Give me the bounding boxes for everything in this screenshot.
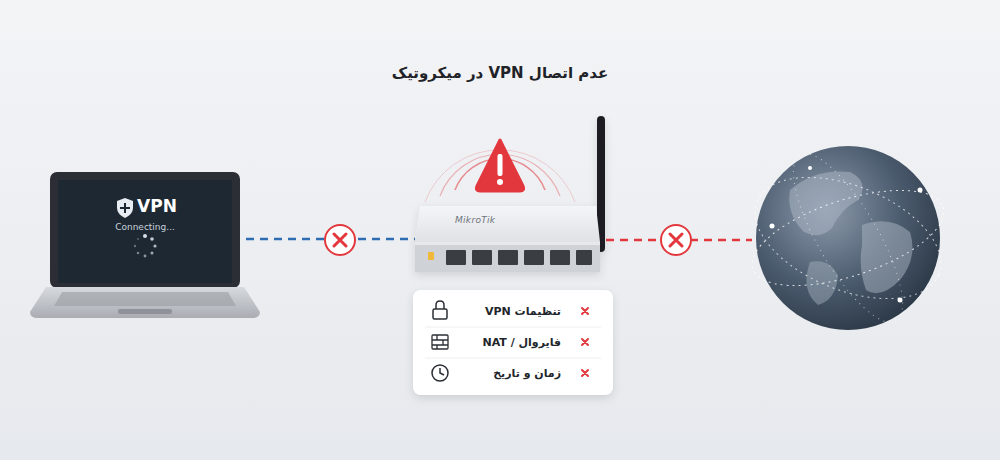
app-name: VPN (137, 196, 177, 217)
firewall-icon (432, 335, 448, 349)
error-marker (670, 234, 682, 246)
lock-icon (436, 301, 444, 309)
fail-mark (582, 339, 588, 345)
shield-icon (117, 198, 133, 218)
loading-spinner (137, 238, 139, 240)
laptop (54, 292, 236, 306)
warning-triangle (497, 179, 503, 185)
checklist-card: تنظیمات VPNفایروال / NATزمان و تاریخ (413, 290, 613, 395)
shield-icon (117, 198, 133, 218)
warning-triangle (476, 140, 523, 191)
row-divider (425, 327, 601, 328)
router-ports (472, 250, 492, 265)
router-ports (524, 250, 544, 265)
row-divider (425, 358, 601, 359)
router-ports (428, 250, 592, 265)
check-item: زمان و تاریخ (413, 358, 613, 389)
globe (738, 140, 959, 336)
router (415, 116, 605, 272)
laptop (30, 172, 260, 318)
laptop (58, 180, 232, 283)
warning-waves (425, 150, 575, 202)
globe (741, 171, 955, 305)
loading-spinner (150, 237, 154, 241)
globe (789, 171, 862, 235)
brand-label: MikroTik (455, 215, 600, 225)
loading-spinner (151, 252, 154, 255)
loading-spinner (153, 244, 156, 247)
fail-mark (582, 308, 588, 314)
fail-mark (582, 308, 588, 376)
fail-mark (582, 370, 588, 376)
check-item: فایروال / NAT (413, 327, 613, 358)
globe (861, 221, 913, 293)
globe (774, 140, 922, 336)
laptop (50, 172, 240, 288)
error-marker (325, 225, 355, 255)
globe (918, 188, 923, 193)
router-ports (498, 250, 518, 265)
globe (738, 153, 959, 323)
router-ports (550, 250, 570, 265)
lock-icon (433, 309, 447, 319)
error-marker (325, 225, 691, 255)
check-item: تنظیمات VPN (413, 296, 613, 327)
checklist-card (413, 290, 613, 395)
clock-icon (432, 365, 448, 381)
globe (756, 146, 940, 330)
laptop (30, 287, 260, 318)
loading-spinner (137, 252, 140, 255)
warning-triangle (498, 154, 503, 176)
shield-icon (120, 203, 130, 213)
loading-spinner (134, 245, 136, 247)
router (415, 206, 600, 242)
router-ports (446, 250, 466, 265)
status-text: Connecting... (115, 221, 175, 233)
error-marker (334, 234, 346, 246)
diagram-title: عدم اتصال VPN در میکروتیک (200, 64, 800, 82)
firewall-icon (432, 335, 448, 349)
loading-spinner (134, 234, 157, 257)
router (415, 242, 600, 272)
router (415, 242, 600, 245)
warning-waves (425, 150, 575, 202)
router-ports (576, 250, 592, 265)
globe (770, 224, 775, 229)
firewall-icon (432, 335, 448, 349)
laptop-screen: VPN Connecting... (58, 181, 232, 283)
globe (808, 166, 812, 170)
laptop (118, 309, 172, 314)
globe (898, 298, 903, 303)
lock-icon (433, 301, 447, 319)
warning-triangle (476, 140, 523, 191)
router-box: MikroTik (415, 206, 600, 272)
router-ports (428, 252, 434, 260)
clock-icon (440, 368, 444, 375)
loading-spinner (143, 234, 147, 238)
link-line (232, 238, 415, 241)
error-marker (661, 225, 691, 255)
loading-spinner (144, 255, 147, 258)
clock-icon (432, 365, 448, 381)
